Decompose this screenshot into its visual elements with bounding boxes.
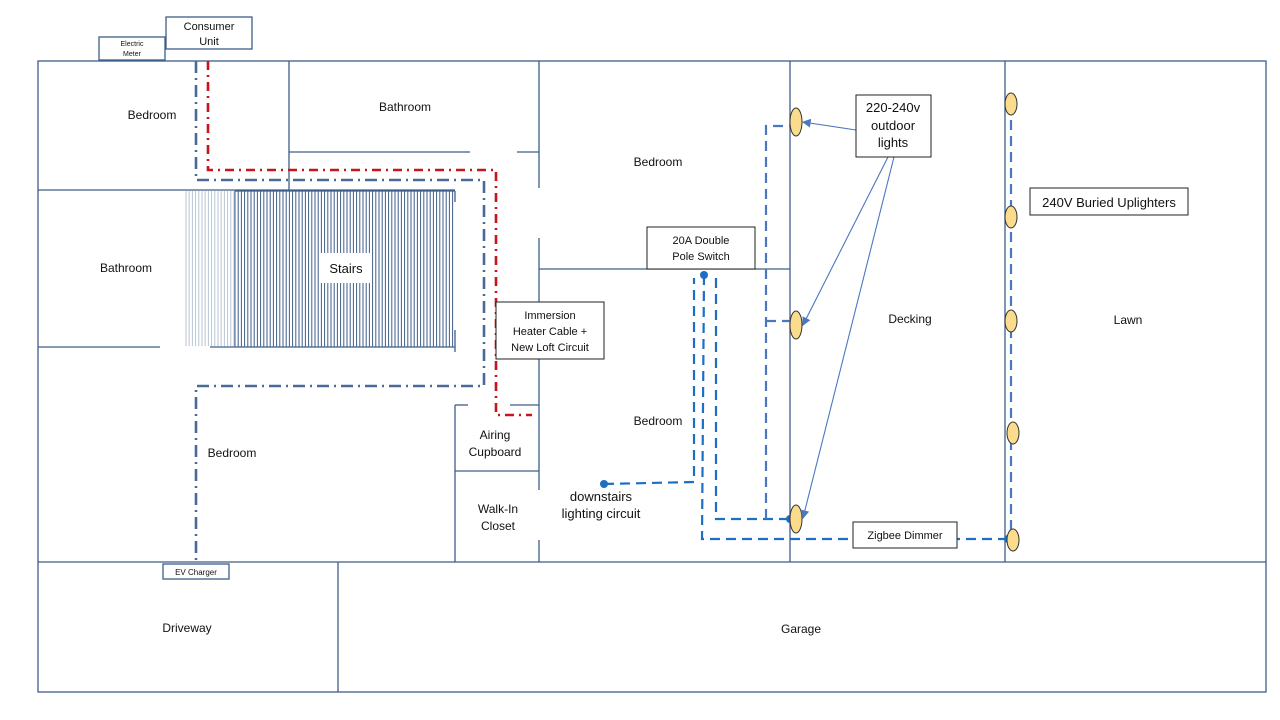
ev-charger[interactable]: EV Charger xyxy=(162,563,230,580)
stairs-label-bg xyxy=(320,253,372,283)
consumer-unit-label: Consumer xyxy=(184,21,235,33)
callout-arrows xyxy=(800,118,895,520)
electric-meter[interactable]: Electric Meter xyxy=(98,36,166,61)
room-label-bedroom: Bedroom xyxy=(634,414,683,428)
room-label-bedroom: Bedroom xyxy=(634,155,683,169)
room-label-stairs: Stairs xyxy=(329,261,363,276)
downstairs-label: downstairs xyxy=(570,489,633,504)
uplighters-callout[interactable]: 240V Buried Uplighters xyxy=(1029,187,1189,216)
room-label-bathroom: Bathroom xyxy=(379,100,431,114)
uplighters-callout-box[interactable] xyxy=(1029,187,1189,216)
lighting-circuit xyxy=(600,104,1013,543)
electric-meter-box[interactable] xyxy=(98,36,166,61)
immersion-label: Heater Cable + xyxy=(513,326,587,338)
outdoor-lights-label: lights xyxy=(878,135,909,150)
switch-callout-box[interactable] xyxy=(646,226,756,270)
switch-to-uplighters xyxy=(700,274,1012,541)
uplighter-icon[interactable] xyxy=(1006,528,1020,552)
room-label-bathroom: Bathroom xyxy=(100,261,152,275)
stairs: Stairs xyxy=(185,190,456,352)
downstairs-feed xyxy=(603,278,696,486)
uplighter-icon[interactable] xyxy=(1004,92,1018,116)
room-labels: Bedroom Bathroom Bathroom Bedroom Airing… xyxy=(100,100,1142,636)
outdoor-lights-callout[interactable]: 220-240v outdoor lights xyxy=(855,94,932,158)
consumer-unit-box[interactable] xyxy=(165,16,253,50)
loft-route-red xyxy=(206,61,532,417)
uplighter-icon[interactable] xyxy=(1004,309,1018,333)
ev-charger-box[interactable] xyxy=(162,563,230,580)
room-label-bedroom: Bedroom xyxy=(128,108,177,122)
switch-node xyxy=(700,271,708,279)
zigbee-dimmer-label: Zigbee Dimmer xyxy=(867,530,943,542)
room-label-walk-in-closet: Closet xyxy=(481,519,516,533)
ev-route-blue xyxy=(194,61,486,560)
outdoor-lights xyxy=(789,107,803,534)
immersion-label: New Loft Circuit xyxy=(511,342,589,354)
red-immersion-route xyxy=(206,61,532,417)
room-label-driveway: Driveway xyxy=(162,621,211,635)
arrow-to-light-2 xyxy=(802,156,889,326)
uplighter-icon[interactable] xyxy=(1006,421,1020,445)
arrow-to-light-3 xyxy=(800,156,895,520)
switch-label: 20A Double xyxy=(673,235,730,247)
blue-ev-route xyxy=(194,61,486,560)
arrow-to-light-1 xyxy=(801,118,857,131)
uplighters xyxy=(1004,92,1020,552)
switch-to-decking-light xyxy=(714,278,790,521)
outdoor-lights-label: 220-240v xyxy=(866,100,921,115)
uplighters-label: 240V Buried Uplighters xyxy=(1042,195,1176,210)
uplighter-icon[interactable] xyxy=(1004,205,1018,229)
walls xyxy=(37,60,1267,693)
immersion-callout-box[interactable] xyxy=(495,301,605,360)
decking-light-chain xyxy=(764,124,796,519)
outdoor-lights-callout-box[interactable] xyxy=(855,94,932,158)
immersion-callout[interactable]: Immersion Heater Cable + New Loft Circui… xyxy=(495,301,605,360)
consumer-unit-label: Unit xyxy=(199,36,219,48)
zigbee-dimmer-callout[interactable]: Zigbee Dimmer xyxy=(852,521,958,549)
room-label-walk-in-closet: Walk-In xyxy=(478,502,518,516)
consumer-unit[interactable]: Consumer Unit xyxy=(165,16,253,50)
room-label-bedroom: Bedroom xyxy=(208,446,257,460)
downstairs-node xyxy=(600,480,608,488)
ev-charger-label: EV Charger xyxy=(175,568,217,577)
switch-label: Pole Switch xyxy=(672,251,729,263)
electric-meter-label: Electric xyxy=(121,41,144,48)
downstairs-label: lighting circuit xyxy=(562,506,641,521)
room-label-airing-cupboard: Airing xyxy=(480,428,511,442)
downstairs-callout: downstairs lighting circuit xyxy=(562,489,641,521)
outdoor-light-icon[interactable] xyxy=(789,504,803,534)
room-label-garage: Garage xyxy=(781,622,821,636)
outer-wall xyxy=(37,60,1267,693)
zigbee-dimmer-box[interactable] xyxy=(852,521,958,549)
outdoor-light-icon[interactable] xyxy=(789,107,803,137)
outdoor-light-icon[interactable] xyxy=(789,310,803,340)
immersion-label: Immersion xyxy=(524,310,575,322)
electric-meter-label: Meter xyxy=(123,51,142,58)
switch-callout[interactable]: 20A Double Pole Switch xyxy=(646,226,756,270)
room-label-decking: Decking xyxy=(888,312,931,326)
room-label-lawn: Lawn xyxy=(1114,313,1143,327)
room-label-airing-cupboard: Cupboard xyxy=(469,445,522,459)
outdoor-lights-label: outdoor xyxy=(871,118,916,133)
